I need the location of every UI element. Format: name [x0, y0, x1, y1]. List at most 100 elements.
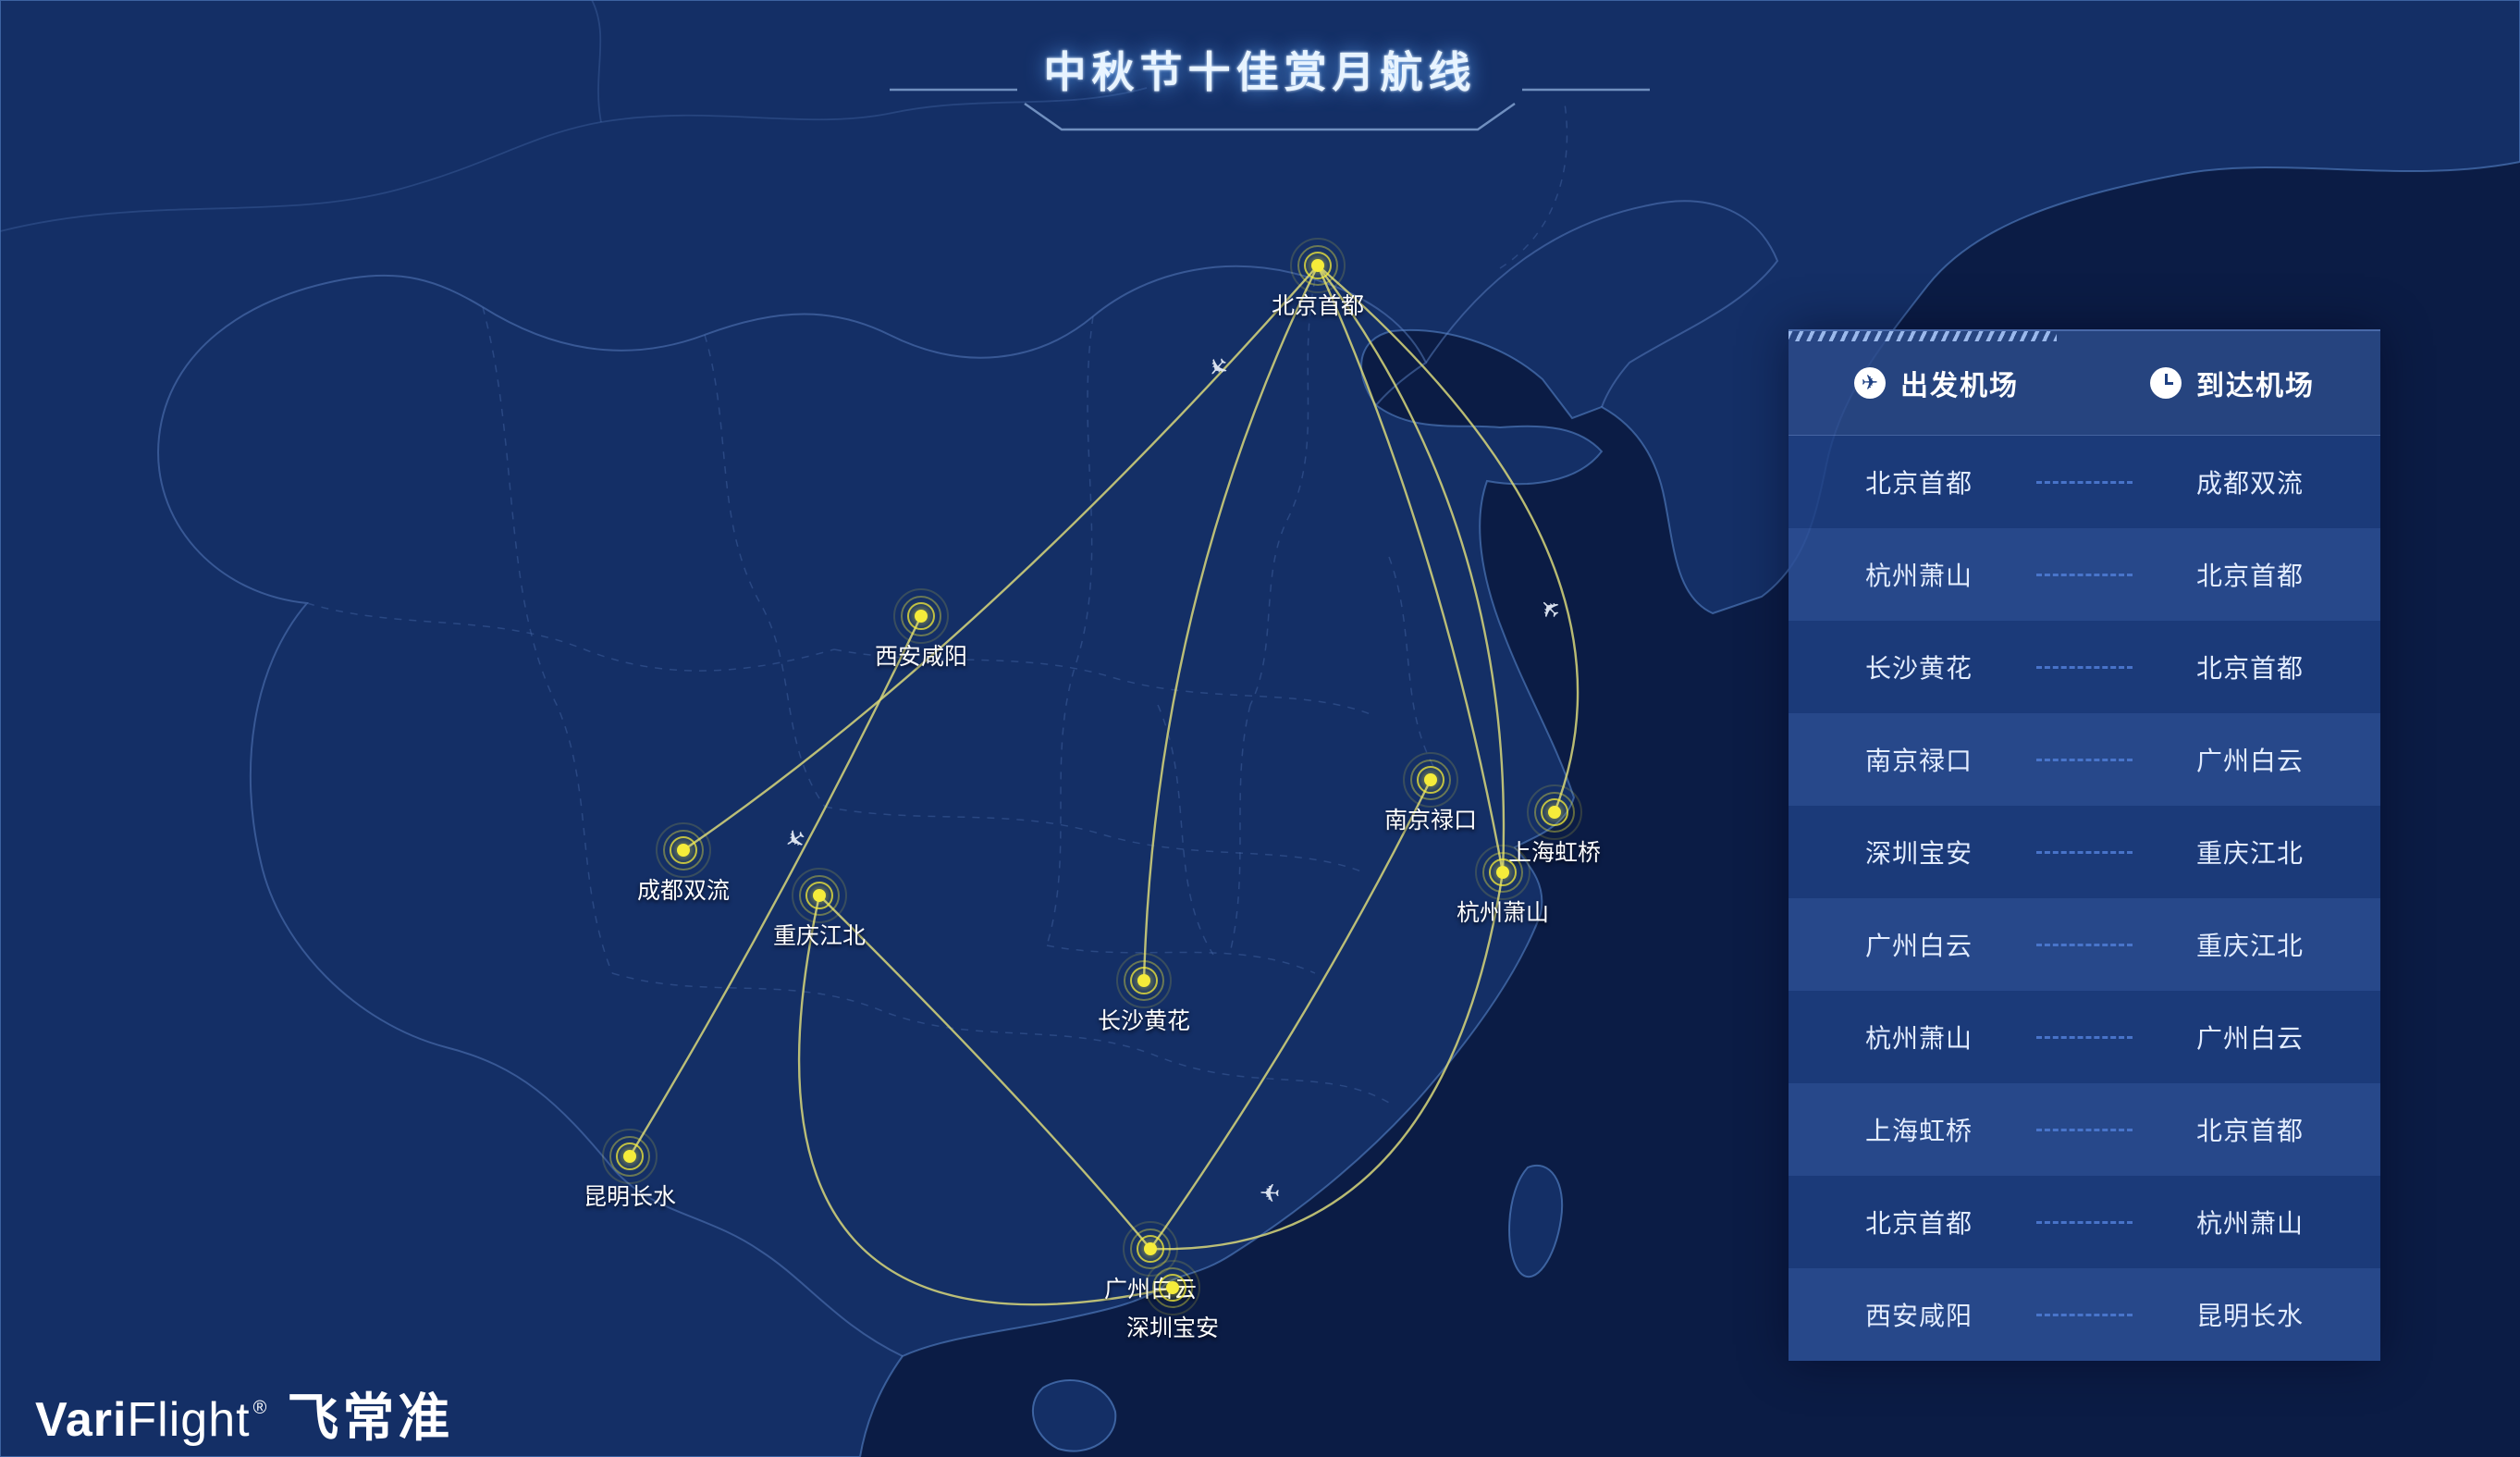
taiwan-island [1508, 1165, 1564, 1278]
route-dash-line [2036, 1128, 2133, 1131]
arrival-header: 到达机场 [2084, 363, 2380, 403]
route-dash-line [2036, 573, 2133, 576]
marker-outer-ring [1475, 845, 1530, 900]
route-arc [1149, 870, 1505, 1251]
airport-label: 杭州萧山 [1456, 900, 1550, 926]
routes-panel: ✈ 出发机场 到达机场 北京首都 成都双流 杭州萧山 北京首都 长沙黄花 北京首… [1789, 329, 2380, 1361]
arrival-airport-cell: 广州白云 [2195, 747, 2304, 775]
airport-label: 重庆江北 [772, 923, 867, 949]
route-arc [682, 264, 1320, 852]
logo-chinese: 飞常准 [287, 1389, 454, 1447]
route-arc [1142, 264, 1320, 982]
marker-inner-ring [805, 882, 833, 909]
marker-dot [1137, 974, 1150, 987]
arrival-clock-icon [2150, 367, 2182, 399]
arrival-airport-cell: 杭州萧山 [2195, 1209, 2304, 1238]
airport-label: 昆明长水 [583, 1184, 677, 1210]
arrival-header-label: 到达机场 [2196, 371, 2315, 401]
departure-airport-cell: 南京禄口 [1864, 747, 1973, 775]
route-arc [1149, 778, 1432, 1251]
route-row: 北京首都 杭州萧山 [1789, 1176, 2380, 1268]
departure-header-label: 出发机场 [1900, 371, 2019, 401]
national-border [157, 265, 1428, 1357]
route-dash-line [2036, 758, 2133, 761]
departure-airport-cell: 广州白云 [1864, 932, 1973, 960]
registered-mark: ® [252, 1398, 267, 1418]
marker-middle-ring [663, 830, 704, 870]
route-table: 北京首都 成都双流 杭州萧山 北京首都 长沙黄花 北京首都 南京禄口 广州白云 … [1789, 436, 2380, 1361]
logo-brand-light: Flight [127, 1393, 251, 1447]
marker-middle-ring [1410, 759, 1451, 800]
marker-outer-ring [1116, 953, 1172, 1008]
route-row: 上海虹桥 北京首都 [1789, 1083, 2380, 1176]
marker-outer-ring [893, 588, 949, 644]
marker-dot [677, 844, 690, 857]
enroute-plane-icon: ✈ [1259, 1178, 1281, 1206]
arrival-airport-cell: 成都双流 [2195, 469, 2304, 498]
marker-dot [1424, 773, 1437, 786]
foreign-border [0, 87, 1148, 232]
departure-airport-cell: 杭州萧山 [1864, 1024, 1973, 1053]
marker-middle-ring [1152, 1267, 1193, 1308]
marker-outer-ring [602, 1129, 658, 1184]
marker-dot [1144, 1242, 1157, 1255]
route-arc [817, 894, 1152, 1251]
title-decoration [890, 88, 1650, 131]
marker-middle-ring [1130, 1229, 1171, 1269]
marker-middle-ring [799, 875, 840, 916]
airport-label: 长沙黄花 [1097, 1008, 1191, 1034]
marker-dot [1311, 259, 1324, 272]
marker-inner-ring [1159, 1274, 1186, 1302]
route-row: 西安咸阳 昆明长水 [1789, 1268, 2380, 1361]
route-arc [1316, 264, 1506, 874]
marker-dot [1496, 866, 1509, 879]
route-arc [628, 614, 923, 1158]
marker-outer-ring [1145, 1260, 1200, 1315]
marker-inner-ring [1130, 967, 1158, 994]
marker-dot [813, 889, 826, 902]
arrival-airport-cell: 北京首都 [2195, 654, 2304, 683]
arrival-airport-cell: 昆明长水 [2195, 1302, 2304, 1330]
route-row: 杭州萧山 广州白云 [1789, 991, 2380, 1083]
departure-airport-cell: 杭州萧山 [1864, 562, 1973, 590]
route-dash-line [2036, 665, 2133, 669]
hainan-island [1031, 1379, 1117, 1452]
route-row: 深圳宝安 重庆江北 [1789, 806, 2380, 898]
airport-label: 成都双流 [636, 878, 731, 904]
marker-outer-ring [1527, 784, 1582, 840]
departure-airport-cell: 北京首都 [1864, 469, 1973, 498]
marker-inner-ring [1541, 798, 1568, 826]
marker-inner-ring [1137, 1235, 1164, 1263]
route-dash-line [2036, 1313, 2133, 1316]
marker-middle-ring [1124, 960, 1164, 1001]
marker-dot [623, 1150, 636, 1163]
marker-inner-ring [1417, 766, 1444, 794]
airport-label: 西安咸阳 [874, 644, 968, 670]
panel-hatch-decoration [1789, 331, 2057, 341]
route-row: 南京禄口 广州白云 [1789, 713, 2380, 806]
departure-header: ✈ 出发机场 [1789, 363, 2084, 403]
marker-outer-ring [656, 822, 711, 878]
marker-middle-ring [1297, 245, 1338, 286]
airport-label: 北京首都 [1271, 293, 1365, 319]
departure-airport-cell: 深圳宝安 [1864, 839, 1973, 868]
route-dash-line [2036, 850, 2133, 854]
marker-inner-ring [1304, 252, 1332, 279]
route-arc [797, 894, 1174, 1306]
arrival-airport-cell: 广州白云 [2195, 1024, 2304, 1053]
marker-outer-ring [792, 868, 847, 923]
panel-header: ✈ 出发机场 到达机场 [1789, 331, 2380, 436]
departure-airport-cell: 长沙黄花 [1864, 654, 1973, 683]
departure-airport-cell: 北京首都 [1864, 1209, 1973, 1238]
arrival-airport-cell: 重庆江北 [2195, 839, 2304, 868]
route-dash-line [2036, 480, 2133, 484]
flight-routes-layer [628, 264, 1580, 1306]
province-borders [306, 103, 1568, 1104]
marker-dot [1166, 1281, 1179, 1294]
airport-label: 南京禄口 [1383, 808, 1478, 833]
marker-middle-ring [1534, 792, 1575, 833]
marker-outer-ring [1403, 752, 1458, 808]
